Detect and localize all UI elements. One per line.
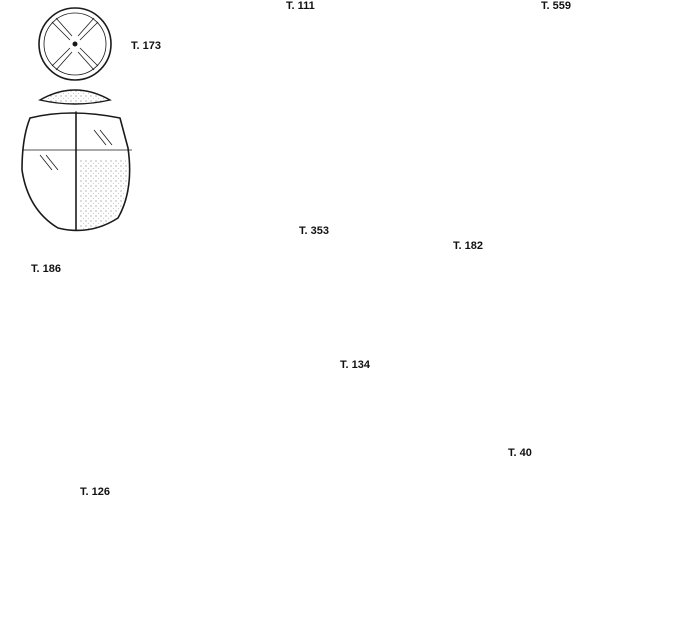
label-t173: T. 173	[131, 40, 161, 52]
label-t40: T. 40	[508, 447, 532, 459]
label-t111: T. 111	[286, 0, 315, 12]
vessel-t173	[21, 7, 132, 232]
label-t353: T. 353	[299, 225, 329, 237]
label-t126: T. 126	[80, 486, 110, 498]
label-t186: T. 186	[31, 263, 61, 275]
label-t182: T. 182	[453, 240, 483, 252]
label-t559: T. 559	[541, 0, 571, 12]
label-t134: T. 134	[340, 359, 370, 371]
